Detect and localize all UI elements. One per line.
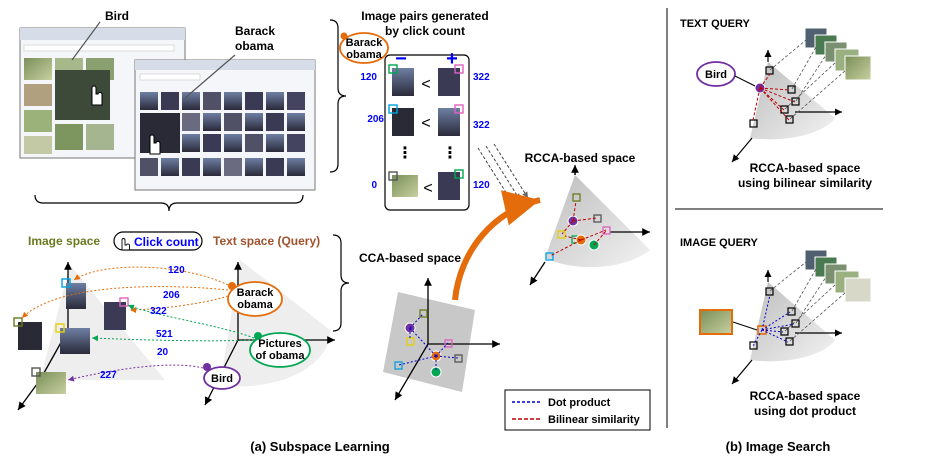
legend-dot-label: Dot product — [548, 397, 611, 409]
pair-row-1 — [388, 64, 464, 96]
hand-cursor-icon-2 — [149, 134, 161, 155]
click-count-3: 322 — [150, 306, 167, 317]
query-dot-pictures — [254, 332, 262, 340]
query-bubble-bird — [203, 366, 241, 390]
pairs-title-1: Image pairs generated — [361, 9, 488, 23]
pair-right-count-1: 322 — [473, 72, 490, 83]
rcca-space-mid-title: RCCA-based space — [525, 151, 636, 165]
pair-right-count-2: 322 — [473, 120, 490, 131]
brace-horizontal — [34, 194, 304, 212]
caption-a: (a) Subspace Learning — [250, 439, 389, 454]
image-thumb-obama-3 — [13, 317, 42, 350]
pair-left-count-3: 0 — [371, 180, 377, 191]
hand-cursor-icon — [91, 85, 103, 106]
vdots-left: ⋮ — [397, 145, 413, 162]
brace-vertical-bottom — [332, 234, 350, 332]
query-dot-obama — [228, 282, 236, 290]
pairs-query-2: obama — [346, 49, 382, 61]
pairs-to-rcca-arrow-3 — [493, 143, 529, 199]
text-query-link — [734, 75, 756, 87]
browser-screenshot-obama — [134, 59, 316, 191]
click-count-1: 120 — [168, 265, 185, 276]
image-query-link — [732, 321, 758, 331]
query-pictures-2: of obama — [256, 350, 306, 362]
query-obama-2: obama — [237, 299, 273, 311]
image-thumb-obama-4 — [55, 323, 90, 354]
click-count-2: 206 — [163, 290, 180, 301]
link-obama-thumb2 — [129, 295, 229, 313]
minus-sign: − — [395, 48, 407, 70]
pair-row-2 — [388, 104, 464, 136]
text-space-label: Text space (Query) — [213, 234, 320, 248]
image-query-cone — [731, 270, 842, 385]
hand-cursor-icon-badge — [121, 238, 130, 251]
click-count-5: 20 — [157, 347, 169, 358]
link-pictures-thumb4 — [91, 335, 255, 342]
caption-b: (b) Image Search — [726, 439, 831, 454]
link-pictures-thumb2 — [127, 304, 255, 339]
label-obama-top-2: obama — [235, 39, 274, 53]
rcca-bilinear-2: using bilinear similarity — [738, 176, 872, 190]
image-thumb-bird — [31, 367, 66, 394]
pair-left-count-2: 206 — [367, 114, 384, 125]
text-query-cone — [731, 50, 842, 163]
query-bubble-obama — [227, 281, 283, 317]
label-obama-top-1: Barack — [235, 24, 275, 38]
image-space-label: Image space — [28, 234, 100, 248]
label-bird-top: Bird — [105, 9, 129, 23]
rcca-cone-mid — [529, 165, 650, 286]
less-than-2: < — [421, 115, 430, 132]
pairs-query-bubble — [339, 32, 389, 64]
brace-vertical-top — [329, 19, 347, 173]
cca-space-title: CCA-based space — [359, 251, 461, 265]
cca-plane — [383, 278, 500, 401]
query-pictures-1: Pictures — [258, 338, 301, 350]
query-bird: Bird — [211, 373, 233, 385]
legend-bilinear-label: Bilinear similarity — [548, 414, 641, 426]
pair-right-count-3: 120 — [473, 180, 490, 191]
query-obama-1: Barack — [237, 287, 275, 299]
vdots-right: ⋮ — [442, 145, 458, 162]
link-bird-thumb — [67, 364, 204, 382]
pair-left-count-1: 120 — [360, 72, 377, 83]
click-count-badge — [113, 231, 203, 251]
text-query-bubble — [696, 61, 736, 87]
query-bubble-pictures — [249, 332, 311, 368]
rcca-dot-2: using dot product — [754, 404, 856, 418]
pairs-query-1: Barack — [346, 37, 384, 49]
link-obama-thumb3 — [21, 286, 229, 319]
pairs-query-dot — [340, 32, 348, 40]
pair-row-3 — [388, 169, 464, 200]
click-count-4: 521 — [156, 329, 173, 340]
image-thumb-obama-2 — [104, 297, 129, 330]
link-obama-thumb1 — [73, 266, 229, 286]
less-than-3: < — [423, 180, 432, 197]
less-than-1: < — [421, 76, 430, 93]
pairs-to-rcca-arrow-1 — [477, 147, 513, 203]
obama-pointer-line — [184, 54, 236, 99]
text-query-bird: Bird — [705, 69, 727, 81]
rcca-dot-1: RCCA-based space — [750, 389, 861, 403]
image-query-thumb — [699, 309, 733, 335]
text-query-result-images — [769, 27, 872, 120]
click-count-6: 227 — [100, 370, 117, 381]
cca-to-rcca-arrow — [452, 190, 541, 301]
image-query-title: IMAGE QUERY — [680, 237, 758, 249]
query-dot-bird — [203, 363, 211, 371]
pairs-to-rcca-arrow-2 — [485, 145, 521, 201]
legend-box — [504, 389, 651, 431]
image-thumb-obama-1 — [61, 278, 86, 309]
rcca-bilinear-1: RCCA-based space — [750, 161, 861, 175]
image-query-result-images — [769, 249, 872, 342]
plus-sign: + — [446, 48, 458, 70]
bird-pointer-line — [71, 21, 101, 61]
click-count-label: Click count — [134, 235, 199, 249]
text-query-title: TEXT QUERY — [680, 18, 751, 30]
pairs-title-2: by click count — [385, 24, 465, 38]
